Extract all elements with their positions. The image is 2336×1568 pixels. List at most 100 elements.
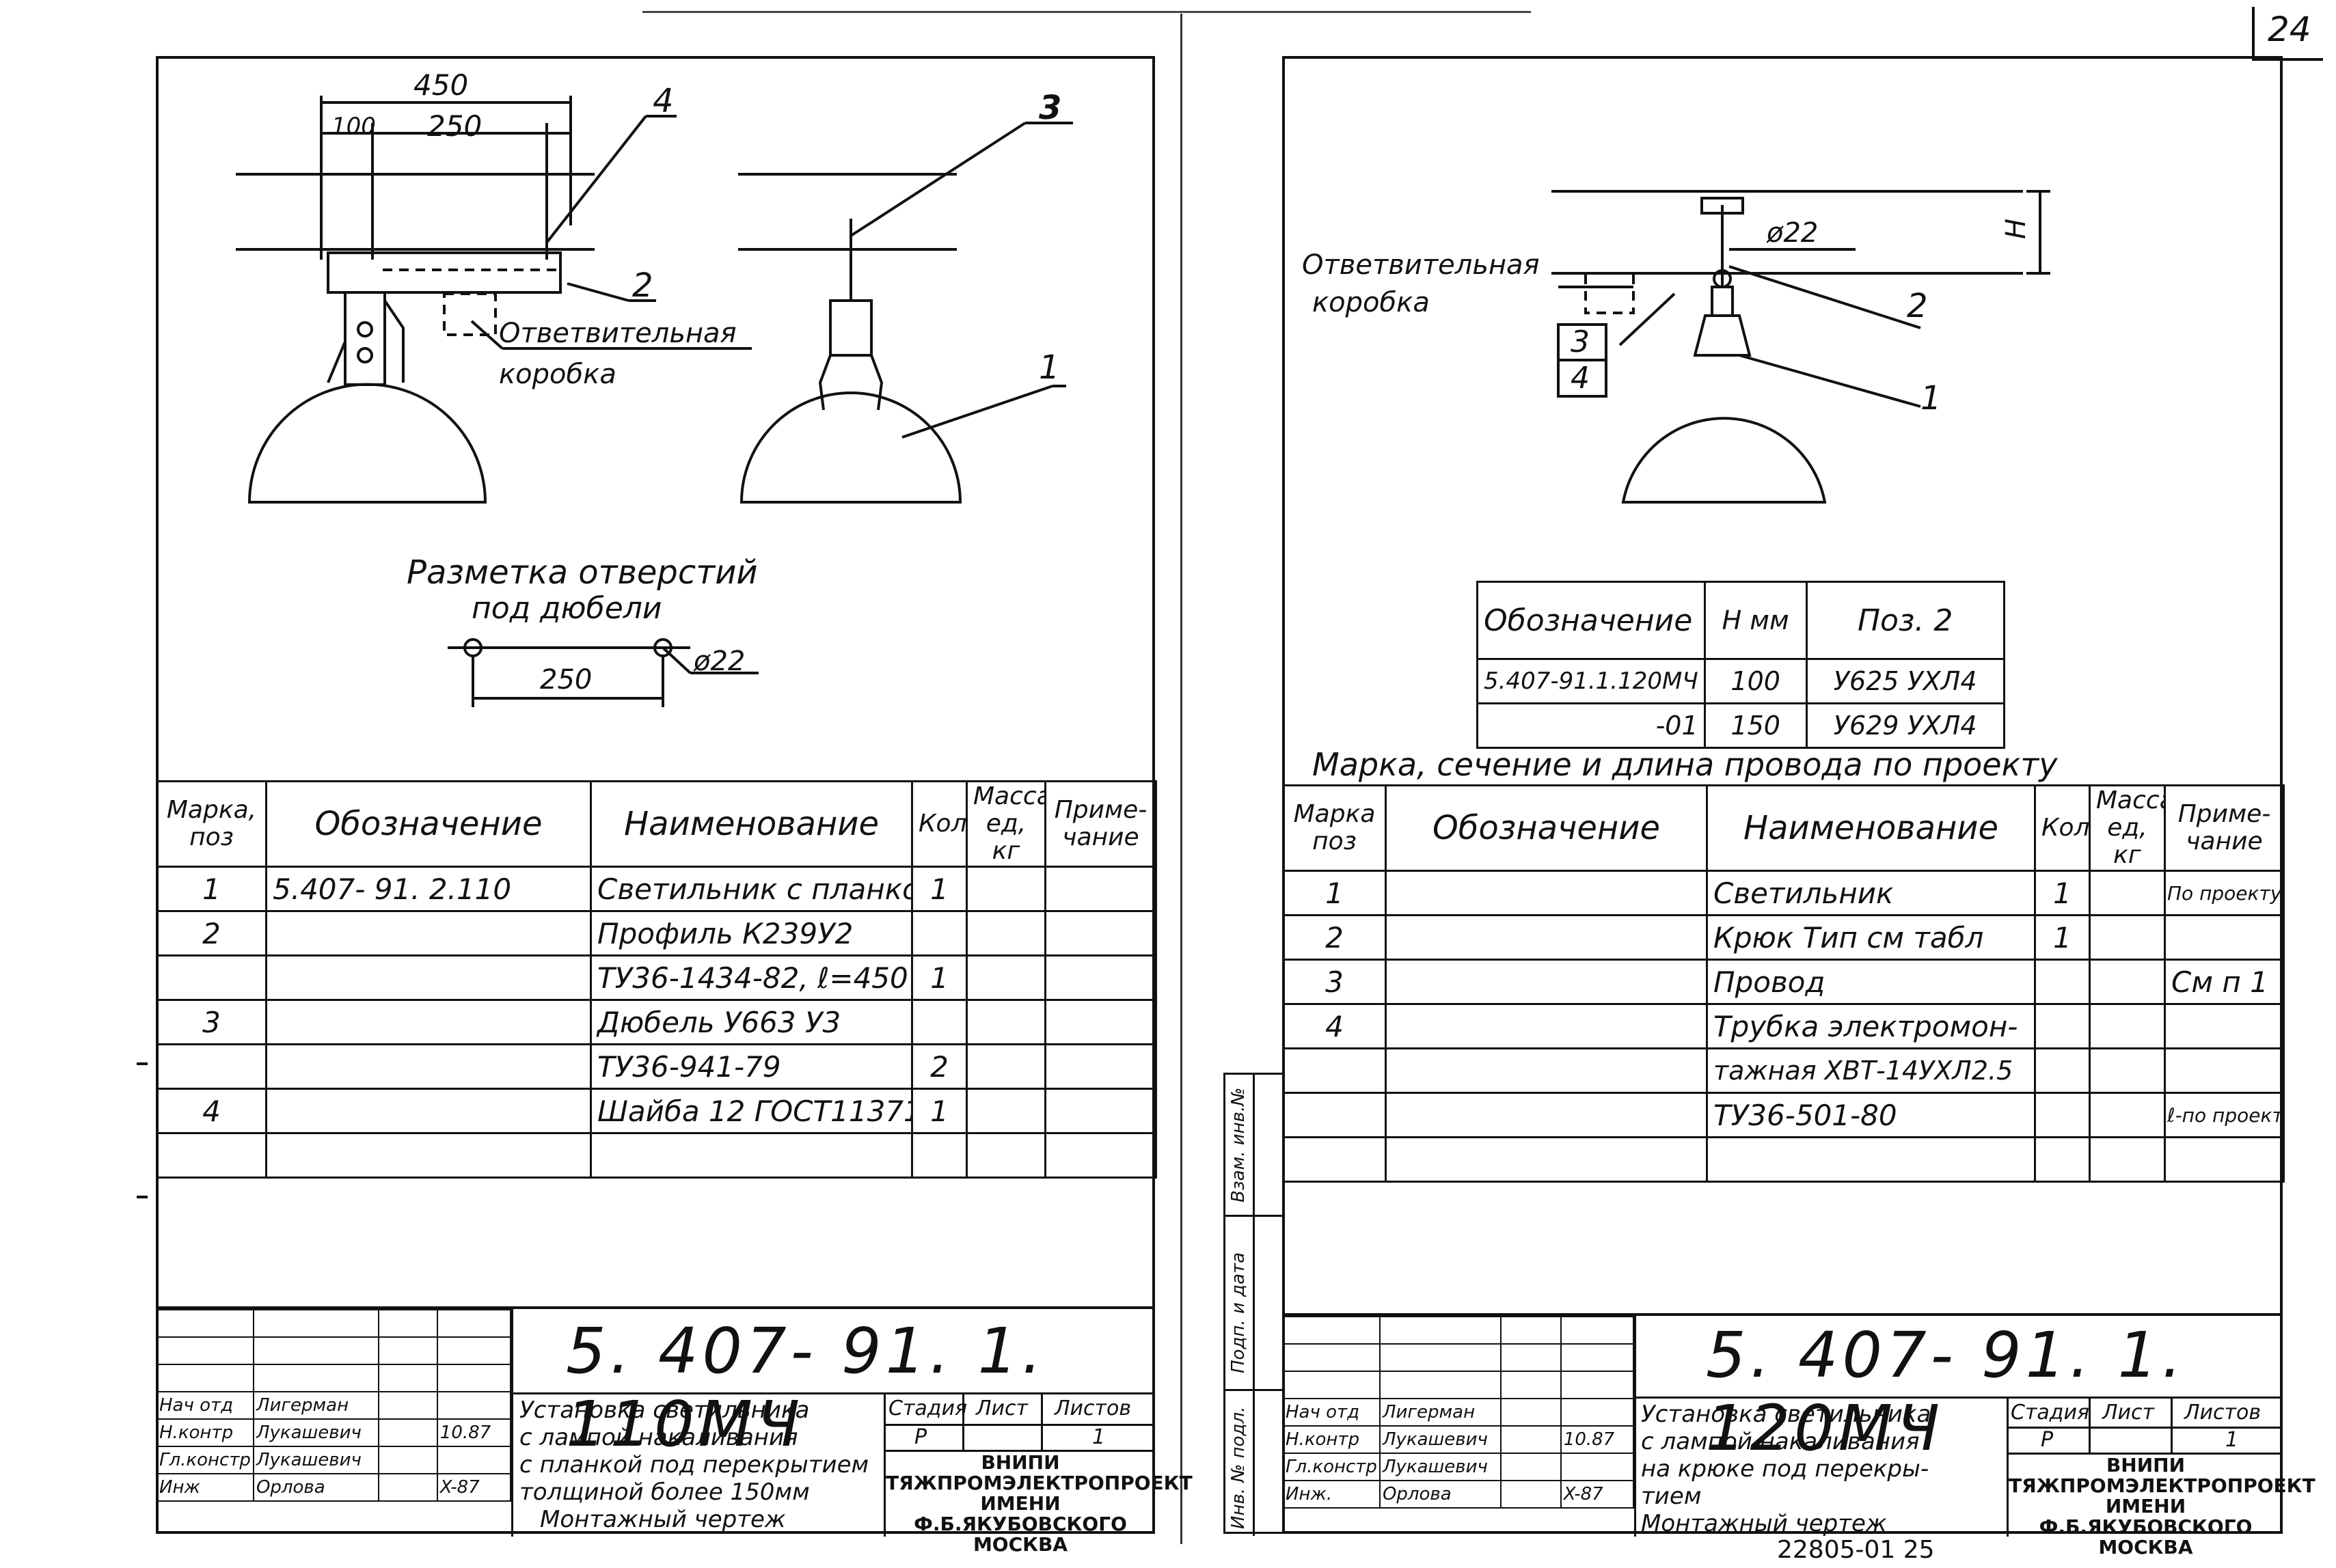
grid-row [156, 1309, 512, 1338]
stage-header: Стадия [2011, 1401, 2090, 1425]
side-stamp-divider [1225, 1215, 1284, 1217]
box-label-line2: коробка [499, 359, 616, 390]
cell-mass [2089, 1136, 2166, 1183]
title-block-left: 5. 407- 91. 1. 110МЧ Установка светильни… [156, 1306, 1193, 1555]
stage-value: Р [2041, 1428, 2054, 1452]
cell-name: Дюбель У663 У3 [590, 999, 913, 1045]
callout-1: 1 [1039, 348, 1060, 387]
callout-leader [662, 646, 692, 674]
cell-mark: 1 [156, 866, 267, 912]
cell-name [590, 1132, 913, 1179]
cell-h: 150 [1703, 702, 1808, 749]
cell-qty: 1 [911, 954, 968, 1001]
sheets-value: 1 [1092, 1425, 1106, 1449]
table-row: 1 Светильник 1 По проекту [1282, 870, 2285, 916]
cell-designation [265, 1132, 592, 1179]
cell-name: ТУ36-1434-82, ℓ=450 [590, 954, 913, 1001]
table-row: 3 Дюбель У663 У3 [156, 999, 1157, 1045]
signature [377, 1446, 438, 1474]
socket-cap [1711, 286, 1734, 317]
grid-row [1282, 1316, 1635, 1345]
title-block-divider [962, 1392, 964, 1451]
title-block-divider [1634, 1397, 2283, 1399]
cell-mark: 2 [1282, 914, 1387, 961]
person-name: Лукашевич [1378, 1425, 1502, 1454]
var-header-designation: Обозначение [1476, 581, 1706, 660]
organization: ВНИПИ ТЯЖПРОМЭЛЕКТРОПРОЕКТ ИМЕНИ Ф.Б.ЯКУ… [886, 1453, 1193, 1555]
cell-note [1044, 999, 1157, 1045]
margin-tick [137, 1196, 148, 1198]
reflector-neck [818, 355, 884, 411]
cell-pos: У629 УХЛ4 [1805, 702, 2005, 749]
cell-mass [966, 999, 1046, 1045]
table-row: ТУ36-941-79 2 [156, 1043, 1157, 1090]
callout-leader [545, 115, 647, 244]
table-row: 4 Трубка электромон- [1282, 1003, 2285, 1049]
title-line: Установка светильника [519, 1397, 810, 1424]
cell-qty [2034, 1047, 2091, 1094]
signature-grid-right: Нач отд Лигерман Н.контр Лукашевич 10.87… [1282, 1316, 1635, 1509]
cell-mass [966, 1132, 1046, 1179]
cell-name: Светильник с планкой [590, 866, 913, 912]
cell-mark [156, 1132, 267, 1179]
col-header-designation: Обозначение [265, 780, 592, 868]
signature [1500, 1398, 1562, 1427]
spec-table-right: Марка поз Обозначение Наименование Кол М… [1282, 784, 2285, 1183]
cell-name: ТУ36-941-79 [590, 1043, 913, 1090]
variants-header-row: Обозначение H мм Поз. 2 [1476, 581, 2005, 660]
signature-grid-left: Нач отд Лигерман Н.контр Лукашевич 10.87… [156, 1309, 512, 1502]
grid-row [156, 1336, 512, 1365]
date: 10.87 [1560, 1425, 1635, 1454]
bottom-number: 22805-01 25 [1777, 1536, 1935, 1564]
cell-qty: 1 [2034, 870, 2091, 916]
callout-1: 1 [1920, 379, 1942, 417]
signature [377, 1473, 438, 1502]
cell-mark [1282, 1092, 1387, 1138]
callout-leader [470, 320, 504, 350]
col-header-note: Приме-чание [1044, 780, 1157, 868]
table-row [156, 1132, 1157, 1179]
cell-note [2164, 1047, 2285, 1094]
grid-row [1282, 1371, 1635, 1399]
role: Гл.констр [1282, 1453, 1381, 1481]
drawing-title: Установка светильника с лампой накаливан… [519, 1397, 869, 1533]
cell-mass [966, 954, 1046, 1001]
cell-mass [966, 1088, 1046, 1134]
role: Гл.констр [156, 1446, 254, 1474]
stamp-sign-date: Подп. и дата [1228, 1252, 1249, 1373]
col-header-qty: Кол [911, 780, 968, 868]
cell-mark: 4 [156, 1088, 267, 1134]
col-header-mark: Марка поз [1282, 784, 1387, 872]
signature-row: Нач отд Лигерман [156, 1391, 512, 1420]
signature [377, 1418, 438, 1447]
margin-tick [137, 1062, 148, 1065]
title-block-right: 5. 407- 91. 1. 120МЧ Установка светильни… [1282, 1313, 2315, 1558]
drawing-title: Установка светильника с лампой накаливан… [1641, 1401, 1931, 1537]
hook-diameter: ø22 [1767, 217, 1819, 249]
cell-note [1044, 910, 1157, 957]
marking-title-line1: Разметка отверстий [407, 553, 758, 592]
title-line: на крюке под перекры- [1641, 1455, 1929, 1483]
cell-mass [2089, 1047, 2166, 1094]
title-block-divider [2171, 1397, 2173, 1454]
cell-name: Крюк Тип см табл [1706, 914, 2036, 961]
callout-leader [1739, 354, 1921, 408]
cell-mark: 3 [1282, 959, 1387, 1005]
stamp-original-inv: Инв. № подл. [1228, 1406, 1249, 1529]
date [436, 1391, 512, 1420]
sheets-value: 1 [2225, 1428, 2239, 1452]
title-block-divider [884, 1450, 1155, 1452]
title-line: Монтажный чертеж [1641, 1510, 1887, 1537]
signature [1500, 1480, 1562, 1509]
sheet-number-box [2252, 7, 2323, 61]
cell-mass [966, 866, 1046, 912]
table-row: ТУ36-501-80 ℓ-по проекту [1282, 1092, 2285, 1138]
col-header-designation: Обозначение [1385, 784, 1708, 872]
box-label-line2: коробка [1312, 287, 1430, 318]
role: Инж [156, 1473, 254, 1502]
table-row: 2 Крюк Тип см табл 1 [1282, 914, 2285, 961]
signature-row: Нач отд Лигерман [1282, 1398, 1635, 1427]
junction-box [1584, 272, 1635, 314]
person-name: Лигерман [1378, 1398, 1502, 1427]
